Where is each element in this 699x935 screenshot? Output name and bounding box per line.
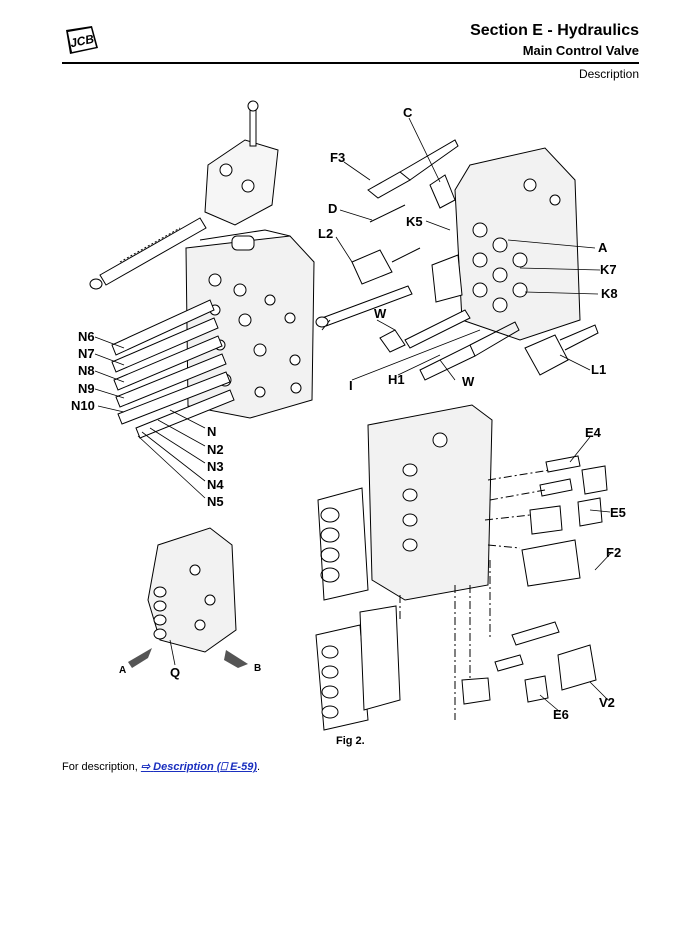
label-F3: F3: [330, 150, 345, 165]
assembled-valve-view: [128, 527, 248, 668]
label-A: A: [598, 240, 608, 255]
label-K5: K5: [406, 214, 423, 229]
label-K7: K7: [600, 262, 617, 277]
label-F2: F2: [606, 545, 621, 560]
header-rule: [62, 62, 639, 64]
label-W-lower: W: [462, 374, 475, 389]
label-E5: E5: [610, 505, 626, 520]
label-N2: N2: [207, 442, 224, 457]
link-text: Description: [153, 761, 214, 773]
jcb-logo: JCB: [66, 26, 98, 54]
reference-suffix: .: [256, 761, 261, 773]
reference-prefix: For description,: [62, 761, 141, 773]
label-N7: N7: [78, 346, 95, 361]
label-C: C: [403, 105, 413, 120]
page-ref-open: (: [216, 761, 221, 773]
page-number: E-59): [230, 761, 257, 773]
description-link[interactable]: ⇨ Description (⎕ E-59): [141, 761, 257, 773]
link-arrow-icon: ⇨: [140, 761, 151, 773]
label-N6: N6: [78, 329, 95, 344]
label-view-B: B: [254, 663, 261, 674]
label-N: N: [207, 424, 216, 439]
label-view-A: A: [119, 665, 126, 676]
label-L1: L1: [591, 362, 606, 377]
logo-text: JCB: [69, 32, 96, 51]
exploded-view-figure: C F3 D K5 L2 A K7 K8 W L1 I H1 W N6 N7 N…: [71, 100, 626, 731]
label-N8: N8: [78, 363, 95, 378]
page-subtitle: Main Control Valve: [522, 43, 639, 58]
valve-block-right: [315, 139, 599, 381]
topic-label: Description: [578, 67, 639, 81]
valve-block-left: [89, 100, 315, 439]
label-N9: N9: [78, 381, 95, 396]
reference-line: For description, ⇨ Description (⎕ E-59).: [62, 760, 260, 774]
label-N5: N5: [207, 494, 224, 509]
label-D: D: [328, 201, 337, 216]
label-L2: L2: [318, 226, 333, 241]
label-W-upper: W: [374, 306, 387, 321]
label-N3: N3: [207, 459, 224, 474]
label-E6: E6: [553, 707, 569, 722]
page-icon: ⎕: [220, 761, 228, 773]
figure-caption: Fig 2.: [336, 735, 365, 747]
label-I: I: [349, 378, 353, 393]
section-title: Section E - Hydraulics: [470, 22, 639, 39]
label-V2: V2: [599, 695, 615, 710]
valve-block-lower: [315, 404, 608, 731]
label-Q: Q: [170, 665, 180, 680]
label-H1: H1: [388, 372, 405, 387]
label-K8: K8: [601, 286, 618, 301]
label-N10: N10: [71, 398, 95, 413]
label-N4: N4: [207, 477, 224, 492]
label-E4: E4: [585, 425, 602, 440]
